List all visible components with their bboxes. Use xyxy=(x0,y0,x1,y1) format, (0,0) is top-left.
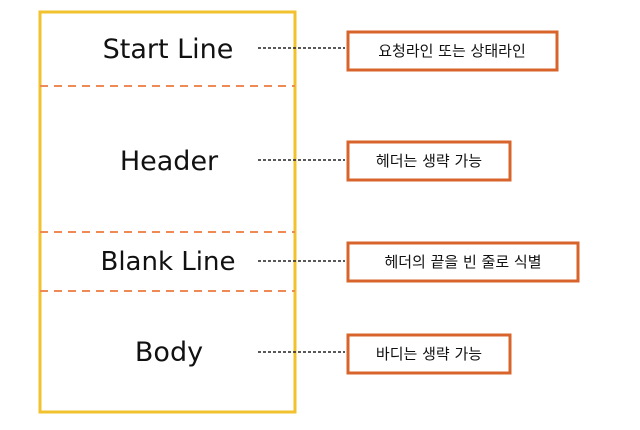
callout-box-body xyxy=(346,333,512,375)
callout-text-header: 헤더는 생략 가능 xyxy=(376,152,482,170)
callout-box-header xyxy=(346,140,512,182)
callout-text-start-line: 요청라인 또는 상태라인 xyxy=(378,42,526,60)
section-label-blank-line: Blank Line xyxy=(101,247,236,277)
section-label-header: Header xyxy=(120,146,219,177)
callout-box-start-line xyxy=(346,30,559,72)
callout-text-body: 바디는 생략 가능 xyxy=(376,345,482,363)
section-label-body: Body xyxy=(135,337,203,368)
message-frame xyxy=(38,10,297,414)
section-label-start-line: Start Line xyxy=(103,34,234,65)
callout-box-blank-line xyxy=(346,241,580,283)
callout-text-blank-line: 헤더의 끝을 빈 줄로 식별 xyxy=(384,253,541,271)
